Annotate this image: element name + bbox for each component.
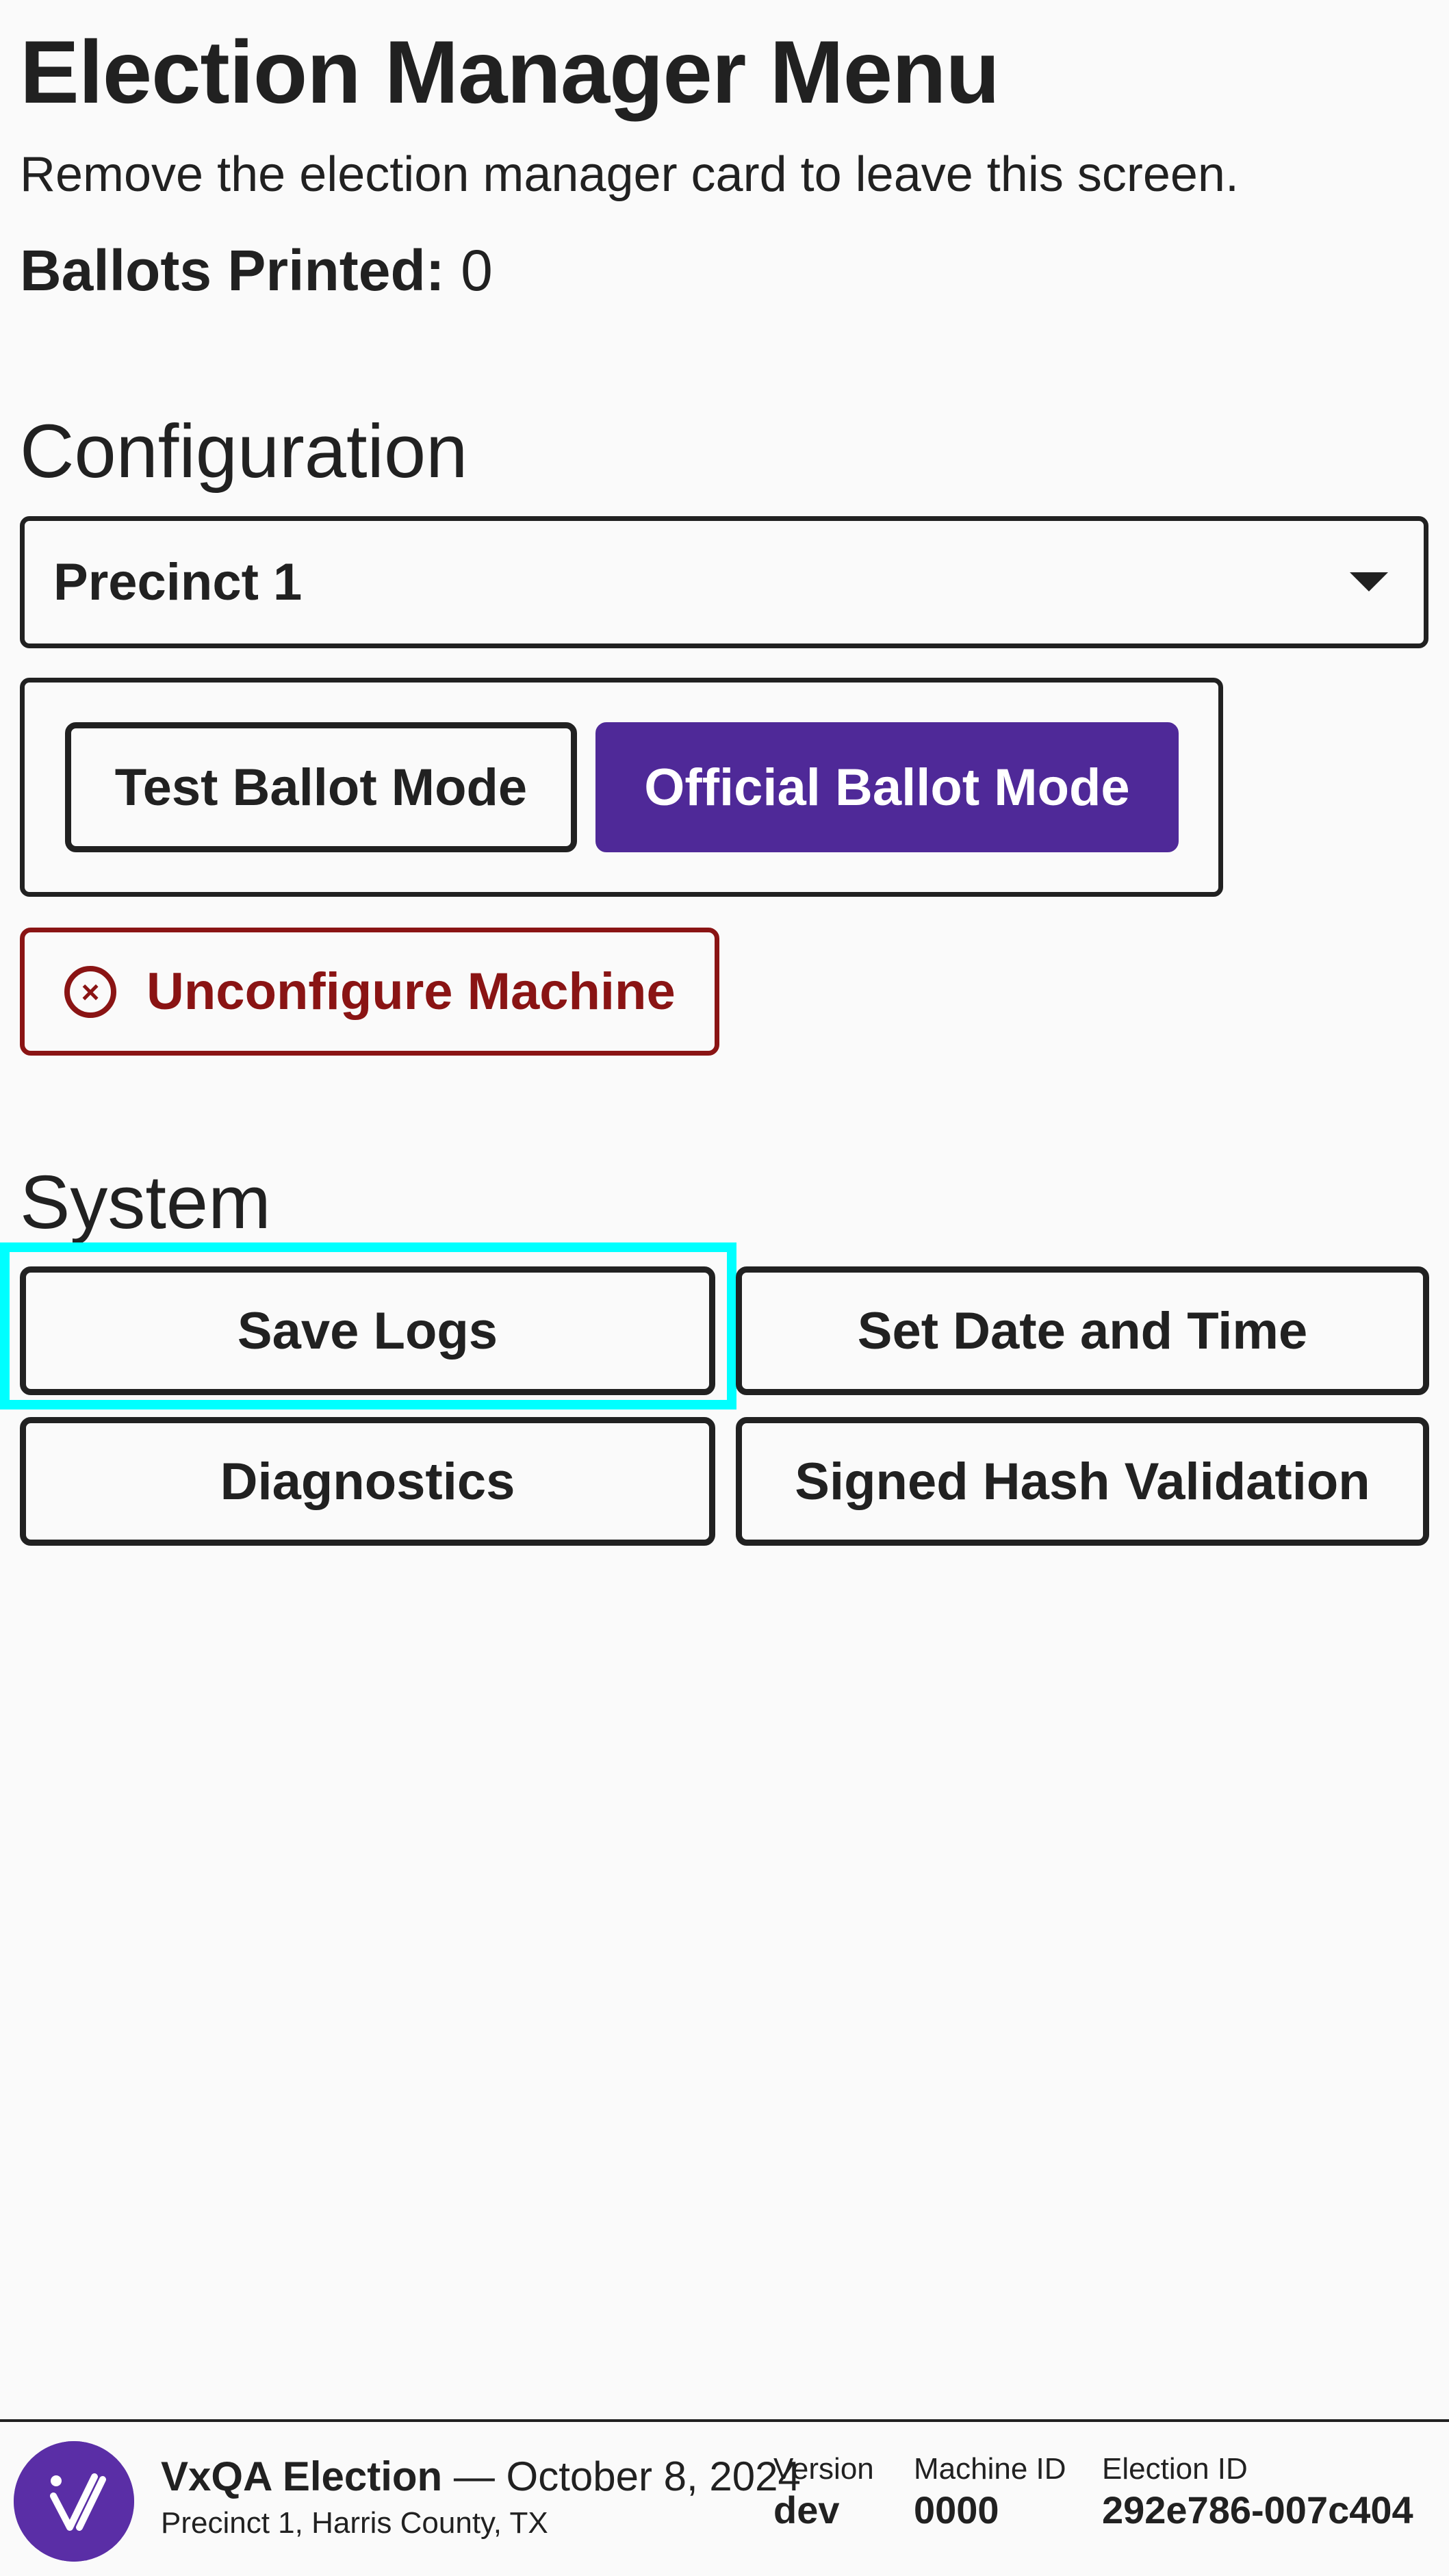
ballots-printed-value: 0	[461, 238, 493, 303]
machine-id-value: 0000	[914, 2488, 999, 2532]
x-circle-icon: ×	[64, 965, 116, 1018]
save-logs-button[interactable]: Save Logs	[20, 1266, 715, 1395]
focus-ring	[0, 1242, 736, 1410]
election-id-label: Election ID	[1102, 2452, 1248, 2486]
footer-bar: VxQA Election — October 8, 2024 Precinct…	[0, 2419, 1449, 2576]
machine-id-info: Machine ID 0000	[914, 2451, 1066, 2533]
configuration-heading: Configuration	[20, 409, 468, 494]
version-value: dev	[773, 2488, 840, 2532]
diagnostics-button[interactable]: Diagnostics	[20, 1417, 715, 1546]
ballots-printed-label: Ballots Printed:	[20, 238, 445, 303]
ballots-printed: Ballots Printed: 0	[20, 236, 493, 305]
ballot-mode-toggle-group	[20, 678, 1223, 897]
version-label: Version	[773, 2452, 874, 2486]
election-date: — October 8, 2024	[442, 2453, 801, 2499]
unconfigure-machine-label: Unconfigure Machine	[146, 962, 676, 1021]
election-id-value: 292e786-007c404	[1102, 2488, 1413, 2532]
election-name: VxQA Election	[161, 2453, 443, 2499]
unconfigure-machine-button[interactable]: × Unconfigure Machine	[20, 928, 719, 1056]
official-ballot-mode-button[interactable]: Official Ballot Mode	[595, 722, 1179, 852]
version-info: Version dev	[773, 2451, 874, 2533]
election-title: VxQA Election — October 8, 2024	[161, 2453, 801, 2501]
precinct-select-value: Precinct 1	[53, 553, 303, 611]
vx-logo-icon	[14, 2441, 134, 2562]
machine-id-label: Machine ID	[914, 2452, 1066, 2486]
election-location: Precinct 1, Harris County, TX	[161, 2506, 548, 2540]
test-ballot-mode-button[interactable]: Test Ballot Mode	[65, 722, 577, 852]
precinct-select[interactable]: Precinct 1	[20, 516, 1428, 648]
system-heading: System	[20, 1160, 271, 1245]
set-date-time-button[interactable]: Set Date and Time	[736, 1266, 1429, 1395]
caret-down-icon	[1350, 572, 1388, 591]
signed-hash-validation-button[interactable]: Signed Hash Validation	[736, 1417, 1429, 1546]
page-title: Election Manager Menu	[20, 22, 1000, 122]
election-id-info: Election ID 292e786-007c404	[1102, 2451, 1431, 2533]
page-subtitle: Remove the election manager card to leav…	[20, 147, 1239, 202]
